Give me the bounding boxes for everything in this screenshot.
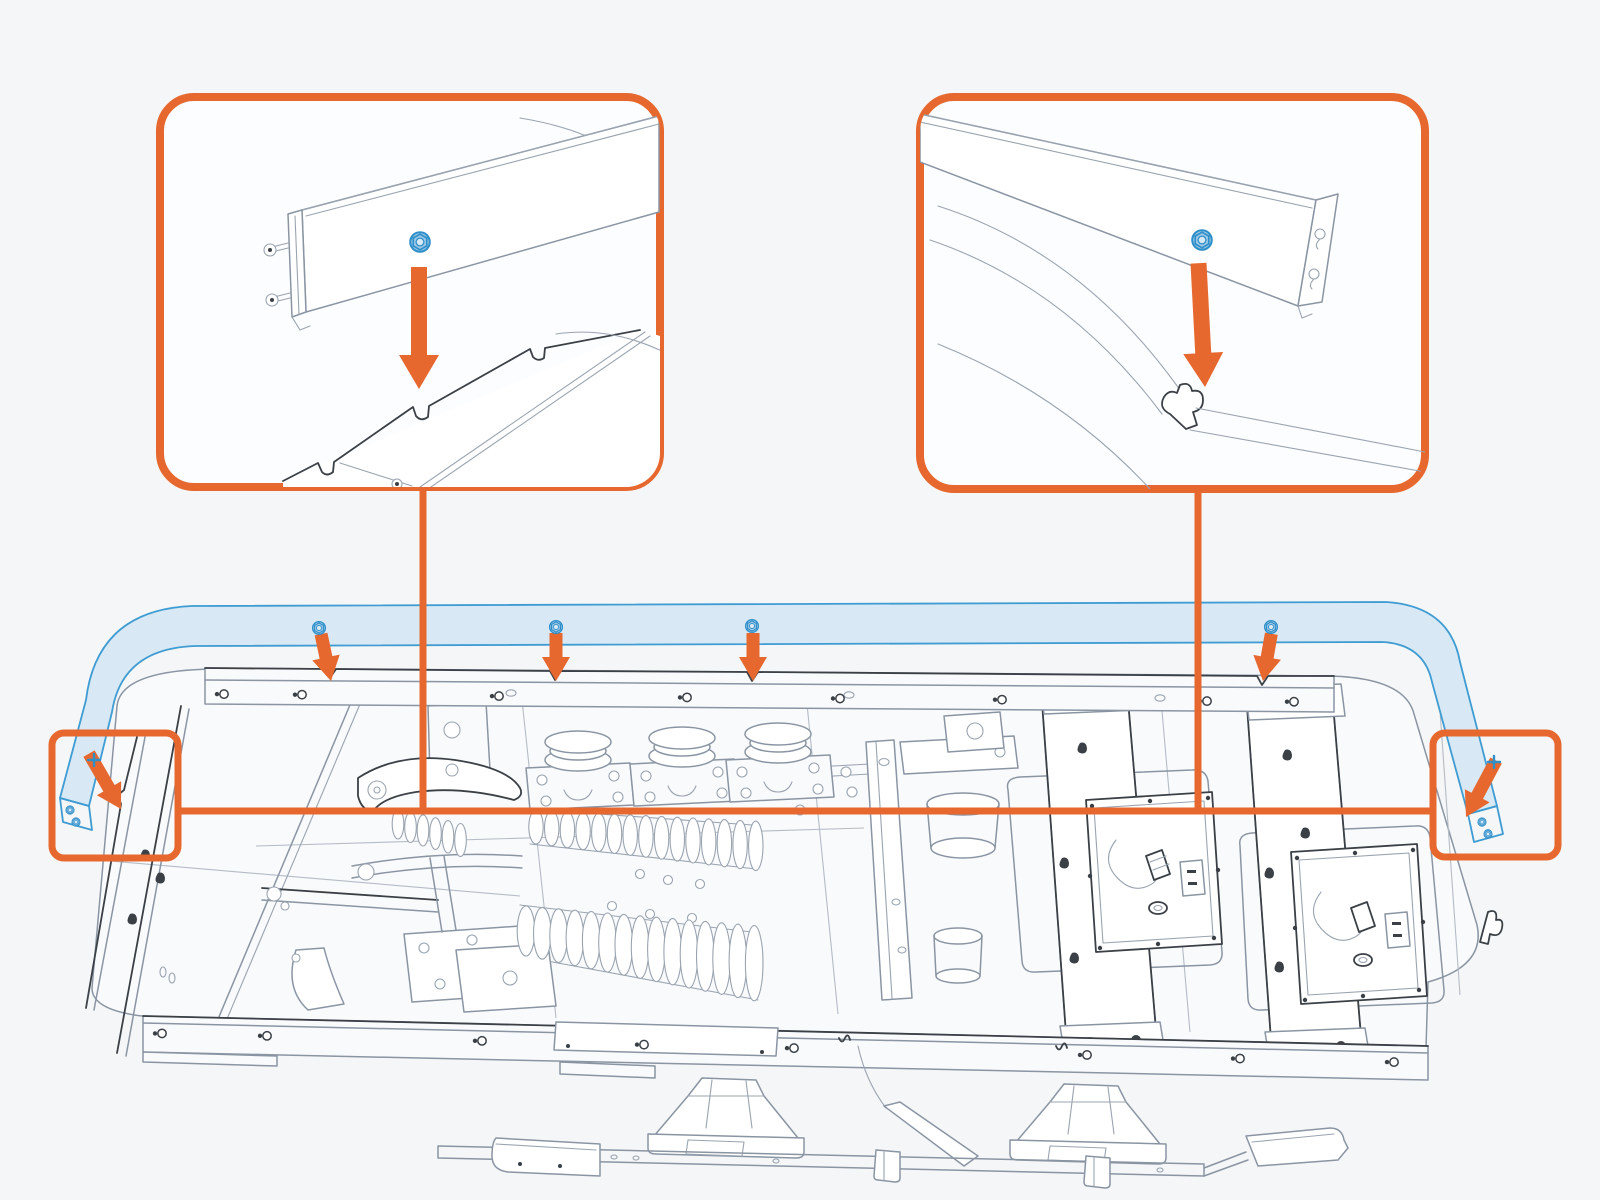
callout-right-art (920, 113, 1425, 489)
control-box-left (1085, 791, 1223, 953)
keyhole-slot (634, 1039, 649, 1050)
highlight-boxes (48, 729, 1562, 862)
hex-nut-icon (71, 817, 81, 827)
keyhole-slots (152, 689, 1399, 1068)
screw-position-cross-icon (1486, 754, 1502, 770)
keyhole-slot (152, 1028, 167, 1039)
center-frame-assembly (865, 711, 1019, 1001)
hex-nut-icon (1477, 817, 1487, 827)
control-box-right (1290, 843, 1428, 1005)
rail-arrow-1 (312, 632, 340, 681)
keyhole-slot (472, 1035, 487, 1046)
trim-rail-left-endcap (59, 797, 93, 831)
top-mounting-rail (204, 667, 1335, 713)
keyhole-slot (784, 1043, 799, 1054)
leader-lines (178, 487, 1433, 815)
deck-cutouts (1006, 769, 1445, 1011)
install-arrows (83, 262, 1502, 817)
right-callout-arrow (1183, 262, 1224, 387)
rail-arrow-2 (542, 633, 570, 681)
keyhole-slot (1077, 1049, 1092, 1060)
highlight-box-left-corner (48, 729, 182, 862)
keyhole-slot (1384, 1057, 1399, 1068)
hex-nut-icon (548, 619, 564, 635)
keyhole-slot (489, 691, 504, 702)
callout-detail-art (263, 113, 1425, 489)
hex-nut-icon (1191, 229, 1213, 251)
hex-nut-icon (311, 620, 327, 636)
fastener-markers (65, 229, 1502, 839)
keyhole-slot (292, 689, 307, 700)
rail-arrow-4 (1253, 632, 1281, 681)
left-callout-arrow (399, 267, 439, 389)
right-corner-arrow (1464, 757, 1502, 817)
right-edge-clip (1479, 910, 1504, 945)
rail-arrow-3 (739, 633, 767, 681)
hex-nut-icon (744, 618, 760, 634)
pedestal-legs (647, 1077, 1167, 1165)
screw-position-cross-icon (86, 752, 102, 768)
highlight-box-right-corner (1429, 729, 1562, 861)
keyhole-slot (214, 689, 229, 700)
base-bar (437, 1045, 1349, 1189)
keyhole-slot (257, 1030, 272, 1041)
pulley-assemblies (525, 722, 871, 816)
hex-nut-icon (1483, 829, 1493, 839)
center-tray (553, 1021, 779, 1057)
keyhole-slot (1284, 696, 1299, 707)
keyhole-slot (677, 692, 692, 703)
hex-nut-icon (65, 805, 75, 815)
spring-coils (391, 808, 764, 1002)
callout-left-art (263, 115, 660, 487)
keyhole-slot (992, 694, 1007, 705)
keyhole-slot (830, 693, 845, 704)
machine-line-art (85, 667, 1504, 1189)
left-actuator-assembly (261, 757, 706, 1013)
keyhole-slot (1230, 1053, 1245, 1064)
trim-rail-right-endcap (1467, 805, 1504, 843)
hex-nut-icon (409, 231, 431, 253)
hex-nut-icon (1263, 619, 1279, 635)
